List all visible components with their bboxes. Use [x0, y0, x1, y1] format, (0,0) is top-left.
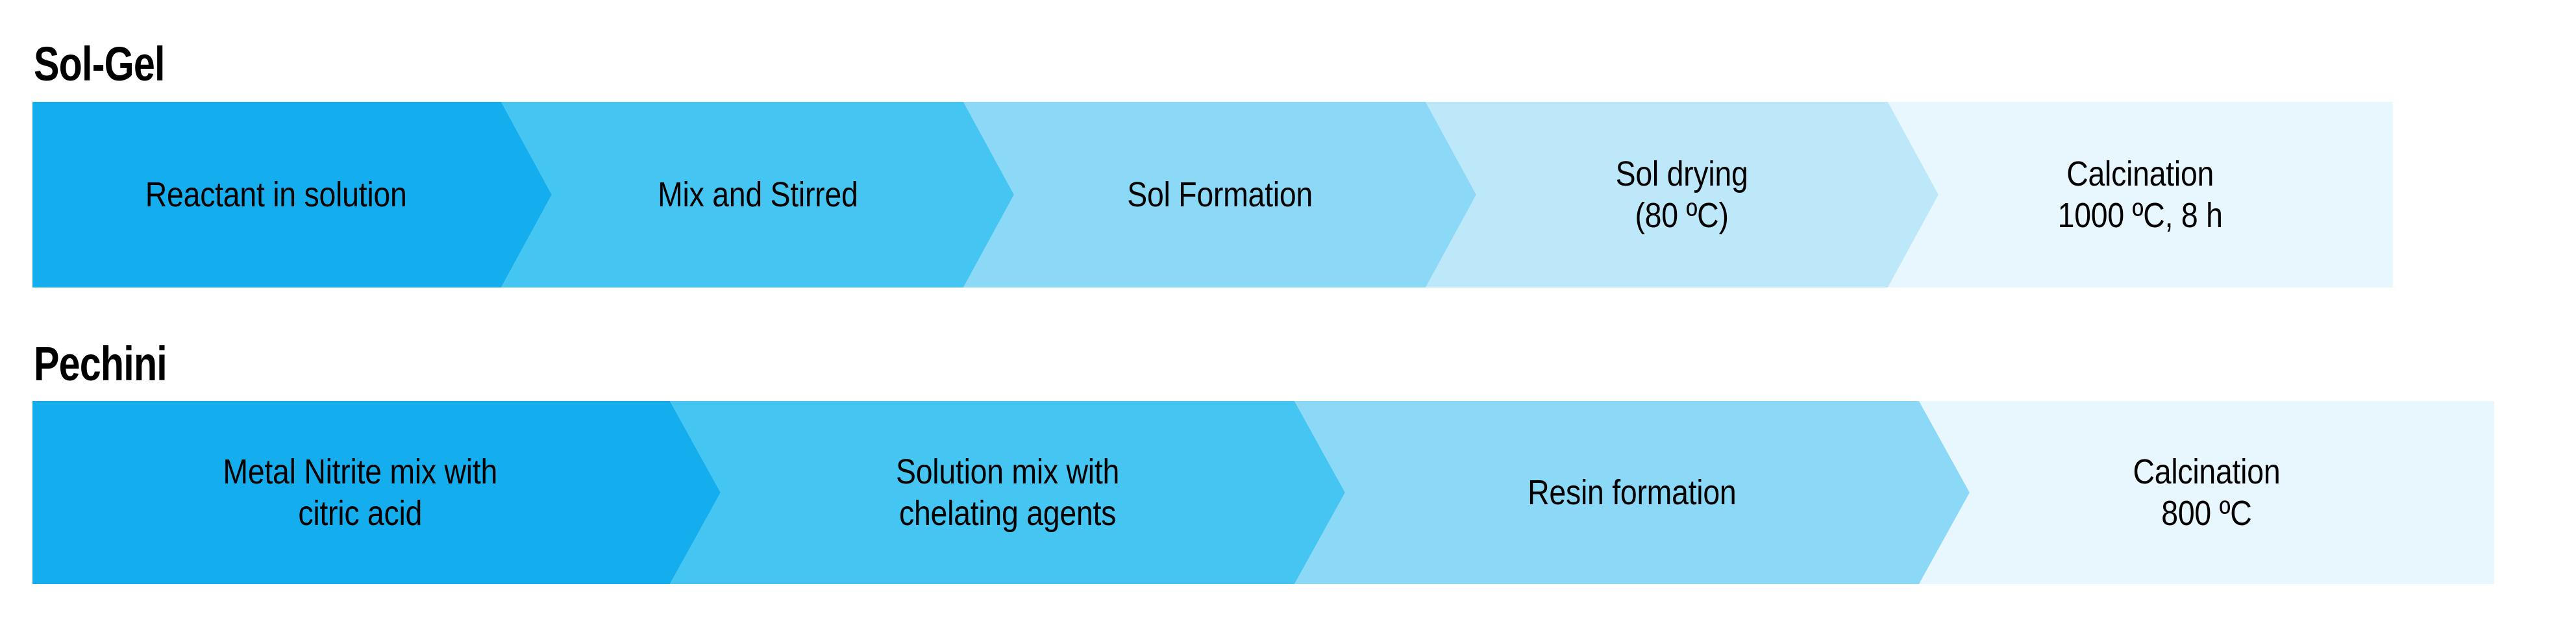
- process-step-sol-gel-2[interactable]: Mix and Stirred: [501, 102, 1014, 287]
- process-step-pechini-3[interactable]: Resin formation: [1294, 401, 1970, 584]
- process-step-line: Solution mix with: [895, 452, 1120, 491]
- process-step-sol-gel-3[interactable]: Sol Formation: [963, 102, 1476, 287]
- process-step-line: Mix and Stirred: [657, 175, 858, 214]
- process-step-line: Calcination: [2133, 452, 2281, 491]
- process-row-sol-gel: Reactant in solution Mix and Stirred Sol F…: [32, 102, 2545, 287]
- process-step-line: Calcination: [2066, 154, 2214, 193]
- process-step-label: Sol drying(80 ºC): [1616, 153, 1748, 236]
- process-step-label: Sol Formation: [1127, 174, 1313, 215]
- process-step-line: 800 ºC: [2161, 494, 2252, 533]
- process-step-label: Resin formation: [1528, 472, 1736, 513]
- process-step-sol-gel-1[interactable]: Reactant in solution: [32, 102, 552, 287]
- section-heading-sol-gel: Sol-Gel: [34, 37, 165, 91]
- process-step-line: Sol drying: [1616, 154, 1748, 193]
- process-step-sol-gel-4[interactable]: Sol drying(80 ºC): [1426, 102, 1938, 287]
- process-step-line: citric acid: [298, 494, 423, 533]
- process-step-line: chelating agents: [898, 494, 1117, 533]
- process-step-line: (80 ºC): [1635, 196, 1729, 235]
- section-heading-pechini: Pechini: [34, 337, 167, 391]
- process-step-line: Sol Formation: [1127, 175, 1313, 214]
- process-step-label: Mix and Stirred: [658, 174, 858, 215]
- process-step-line: Resin formation: [1528, 473, 1737, 512]
- process-step-label: Reactant in solution: [145, 174, 407, 215]
- process-step-line: Reactant in solution: [145, 175, 407, 214]
- process-step-line: Metal Nitrite mix with: [223, 452, 498, 491]
- process-step-line: 1000 ºC, 8 h: [2058, 196, 2223, 235]
